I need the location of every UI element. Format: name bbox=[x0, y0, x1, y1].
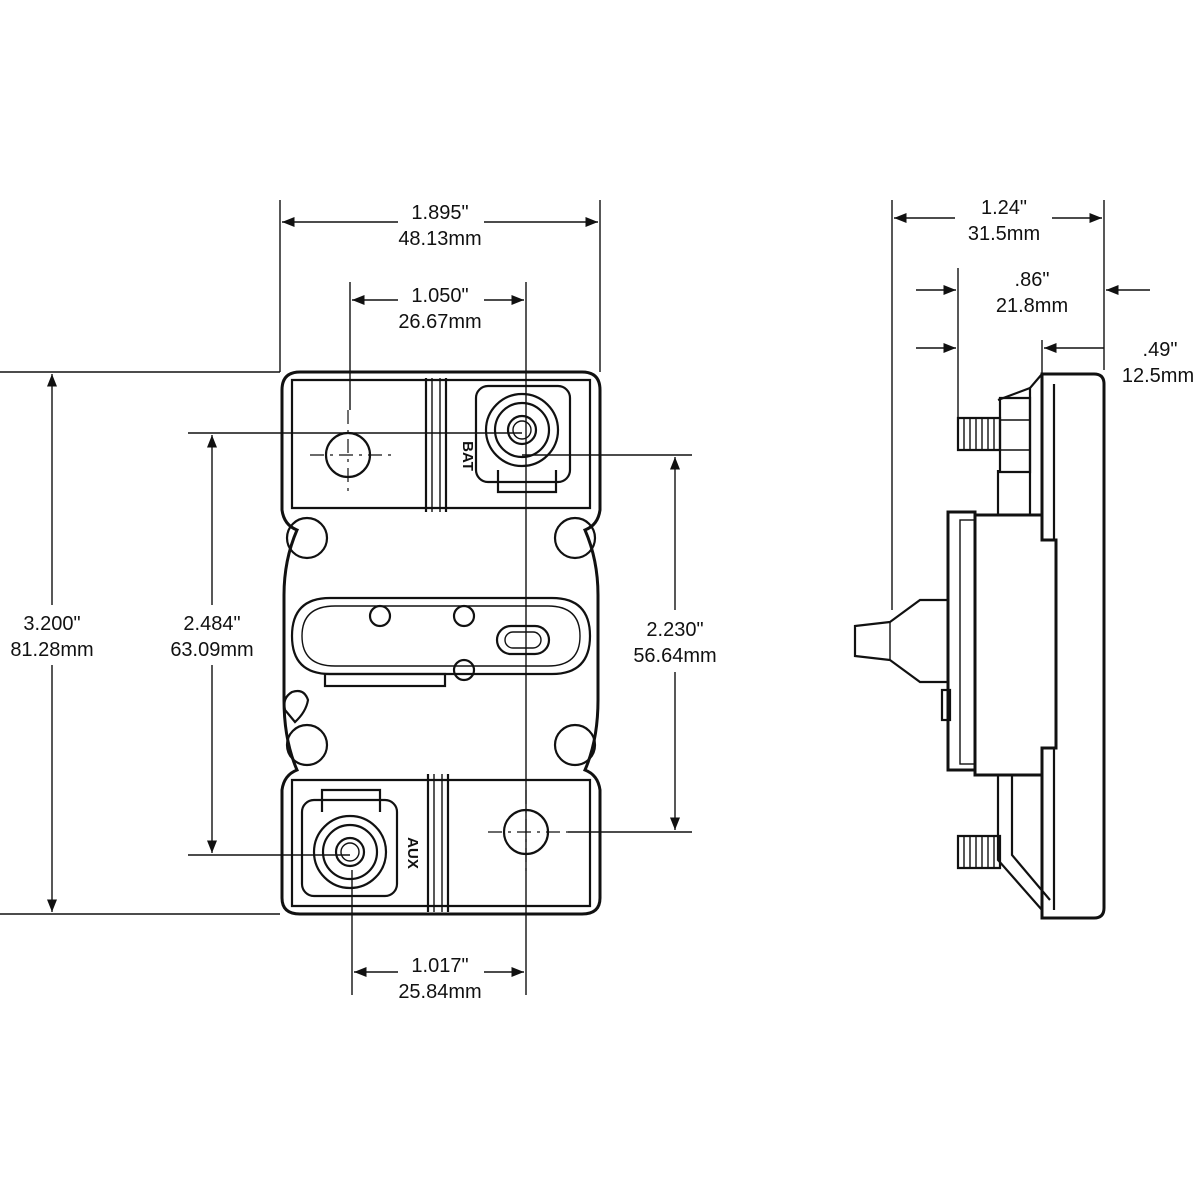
corner-holes bbox=[285, 516, 597, 767]
svg-text:31.5mm: 31.5mm bbox=[968, 223, 1040, 245]
aux-label: AUX bbox=[404, 837, 421, 869]
svg-text:BAT: BAT bbox=[459, 441, 476, 471]
svg-text:1.050": 1.050" bbox=[411, 285, 468, 307]
side-base-plate bbox=[1040, 372, 1106, 920]
front-view: BAT bbox=[280, 370, 602, 916]
svg-text:12.5mm: 12.5mm bbox=[1122, 365, 1194, 387]
dim-overall-width: 1.895" 48.13mm bbox=[279, 200, 601, 372]
svg-text:21.8mm: 21.8mm bbox=[996, 295, 1068, 317]
dim-overall-height: 3.200" 81.28mm bbox=[0, 371, 280, 915]
svg-text:2.230": 2.230" bbox=[646, 619, 703, 641]
svg-text:56.64mm: 56.64mm bbox=[633, 645, 716, 667]
svg-text:2.484": 2.484" bbox=[183, 613, 240, 635]
svg-text:48.13mm: 48.13mm bbox=[398, 228, 481, 250]
plunger bbox=[853, 598, 948, 684]
dim-side-depth-base: .49" 12.5mm bbox=[916, 339, 1194, 387]
svg-text:.49": .49" bbox=[1143, 339, 1178, 361]
svg-text:81.28mm: 81.28mm bbox=[10, 639, 93, 661]
center-rail-bottom bbox=[426, 774, 450, 912]
bat-label: BAT bbox=[459, 441, 476, 471]
svg-text:1.24": 1.24" bbox=[981, 197, 1027, 219]
svg-text:1.017": 1.017" bbox=[411, 955, 468, 977]
dim-hole-spacing-bottom: 1.017" 25.84mm bbox=[351, 870, 524, 1003]
side-stud-bottom bbox=[956, 834, 1002, 870]
dim-side-depth-stud: .86" 21.8mm bbox=[916, 268, 1150, 418]
svg-text:25.84mm: 25.84mm bbox=[398, 981, 481, 1003]
bat-terminal-stud bbox=[474, 384, 572, 494]
svg-text:3.200": 3.200" bbox=[23, 613, 80, 635]
side-stud-top bbox=[956, 396, 1032, 474]
dim-mount-hole-spacing: 2.230" 56.64mm bbox=[522, 454, 717, 833]
center-rail-top bbox=[424, 378, 448, 512]
svg-text:1.895": 1.895" bbox=[411, 202, 468, 224]
svg-text:AUX: AUX bbox=[404, 837, 421, 869]
svg-text:26.67mm: 26.67mm bbox=[398, 311, 481, 333]
dim-hole-spacing-top: 1.050" 26.67mm bbox=[349, 282, 527, 995]
svg-text:.86": .86" bbox=[1015, 269, 1050, 291]
reset-lever-slot bbox=[283, 596, 592, 724]
svg-text:63.09mm: 63.09mm bbox=[170, 639, 253, 661]
aux-terminal-stud bbox=[300, 788, 399, 898]
dim-side-depth-total: 1.24" 31.5mm bbox=[891, 197, 1105, 610]
side-view bbox=[853, 372, 1106, 920]
dim-stud-spacing-vertical: 2.484" 63.09mm bbox=[170, 432, 522, 856]
